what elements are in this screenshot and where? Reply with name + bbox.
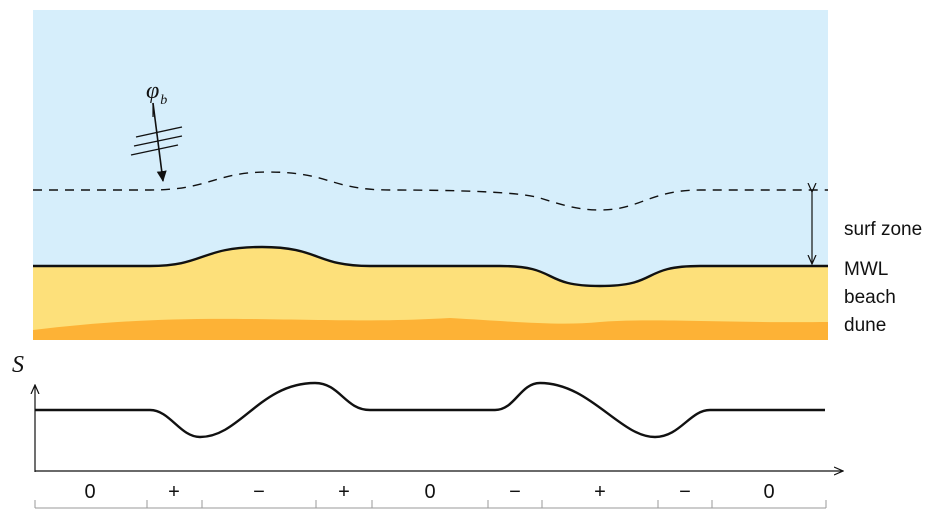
incident-wave-icon xyxy=(130,102,183,182)
dune-area xyxy=(33,318,828,340)
segment-sign: 0 xyxy=(84,481,95,503)
transport-graph: S 0 + − + 0 − + − 0 xyxy=(12,352,843,509)
segment-sign: 0 xyxy=(763,481,774,503)
surf-zone-label: surf zone xyxy=(844,219,922,240)
segment-sign: − xyxy=(509,481,521,503)
mwl-label: MWL xyxy=(844,259,888,280)
dune-label: dune xyxy=(844,315,886,336)
breaker-line xyxy=(33,171,828,211)
segment-sign: + xyxy=(168,481,180,503)
segment-sign: 0 xyxy=(424,481,435,503)
segment-sign: − xyxy=(253,481,265,503)
transport-axis-label: S xyxy=(12,352,24,378)
plan-view: φb surf zone MWL beach dune xyxy=(33,10,922,340)
segment-sign: + xyxy=(594,481,606,503)
segment-ticks xyxy=(34,500,827,509)
beach-label: beach xyxy=(844,287,896,308)
wave-angle-label: φb xyxy=(146,78,167,108)
segment-signs: 0 + − + 0 − + − 0 xyxy=(84,481,774,503)
transport-curve xyxy=(35,381,825,439)
segment-sign: − xyxy=(679,481,691,503)
wave-ray-arrow xyxy=(152,102,167,182)
segment-sign: + xyxy=(338,481,350,503)
beach-area xyxy=(33,247,828,340)
mwl-shoreline xyxy=(33,245,828,288)
